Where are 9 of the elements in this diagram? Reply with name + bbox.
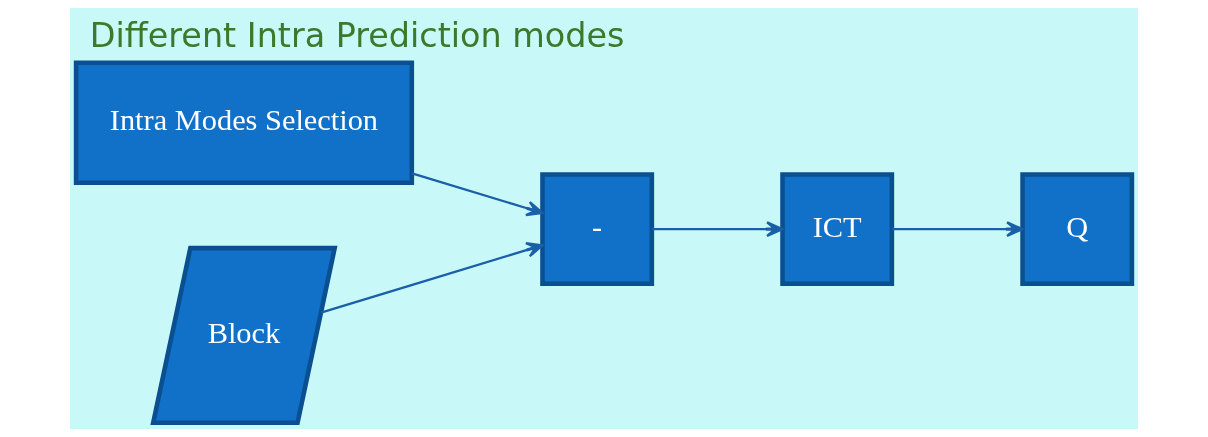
diagram-title: Different Intra Prediction modes xyxy=(89,15,625,55)
arrow xyxy=(320,242,544,314)
node-box: Q xyxy=(1020,172,1135,287)
node-box: Intra Modes Selection xyxy=(73,60,415,186)
node-box: - xyxy=(540,172,655,287)
arrow xyxy=(411,172,544,217)
node-box: ICT xyxy=(780,172,895,287)
arrow xyxy=(891,221,1024,238)
arrow xyxy=(651,221,784,238)
